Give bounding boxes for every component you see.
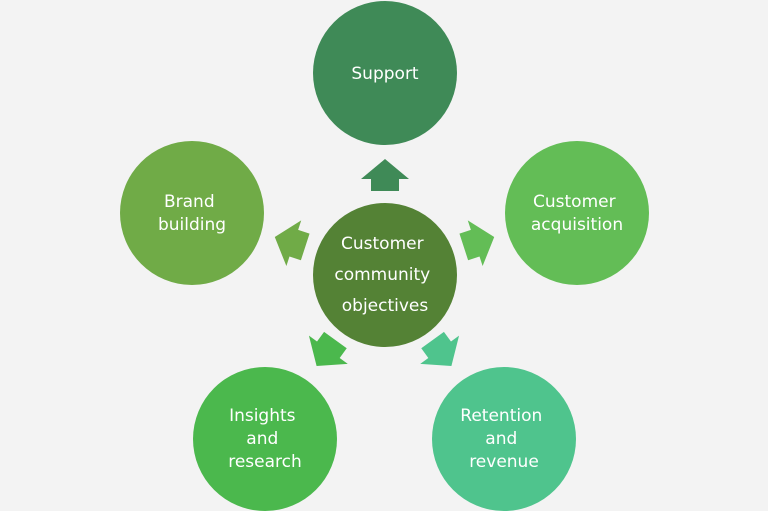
brand-building-label-line-2: building: [158, 215, 226, 235]
node-retention-and-revenue: Retention and revenue: [432, 367, 576, 511]
center-label: Customer community objectives: [334, 234, 435, 316]
node-insights-and-research: Insights and research: [193, 367, 337, 511]
insights-label-line-1: Insights: [229, 406, 296, 426]
retention-label-line-3: revenue: [469, 452, 539, 472]
brand-building-label-line-1: Brand: [164, 192, 215, 212]
support-label: Support: [351, 64, 419, 84]
arrow-to-insights-and-research: [308, 331, 348, 366]
insights-label-line-3: research: [228, 452, 302, 472]
center-label-line-3: objectives: [342, 296, 429, 316]
arrow-to-support: [361, 159, 409, 191]
arrow-to-retention-and-revenue: [420, 331, 460, 366]
insights-label-line-2: and: [246, 429, 278, 449]
arrow-to-customer-acquisition: [459, 220, 495, 267]
node-support: Support: [313, 1, 457, 145]
node-brand-building: Brand building: [120, 141, 264, 285]
center-node: Customer community objectives: [313, 203, 457, 347]
center-label-line-1: Customer: [341, 234, 424, 254]
node-customer-acquisition: Customer acquisition: [505, 141, 649, 285]
insights-and-research-label: Insights and research: [228, 406, 302, 472]
retention-label-line-2: and: [485, 429, 517, 449]
arrow-to-brand-building: [274, 220, 310, 267]
retention-label-line-1: Retention: [460, 406, 542, 426]
support-label-line-1: Support: [351, 64, 419, 84]
customer-acquisition-label-line-2: acquisition: [531, 215, 623, 235]
retention-and-revenue-label: Retention and revenue: [460, 406, 547, 472]
customer-acquisition-label-line-1: Customer: [533, 192, 616, 212]
customer-acquisition-label: Customer acquisition: [531, 192, 623, 235]
brand-building-label: Brand building: [158, 192, 226, 235]
center-label-line-2: community: [334, 265, 430, 285]
